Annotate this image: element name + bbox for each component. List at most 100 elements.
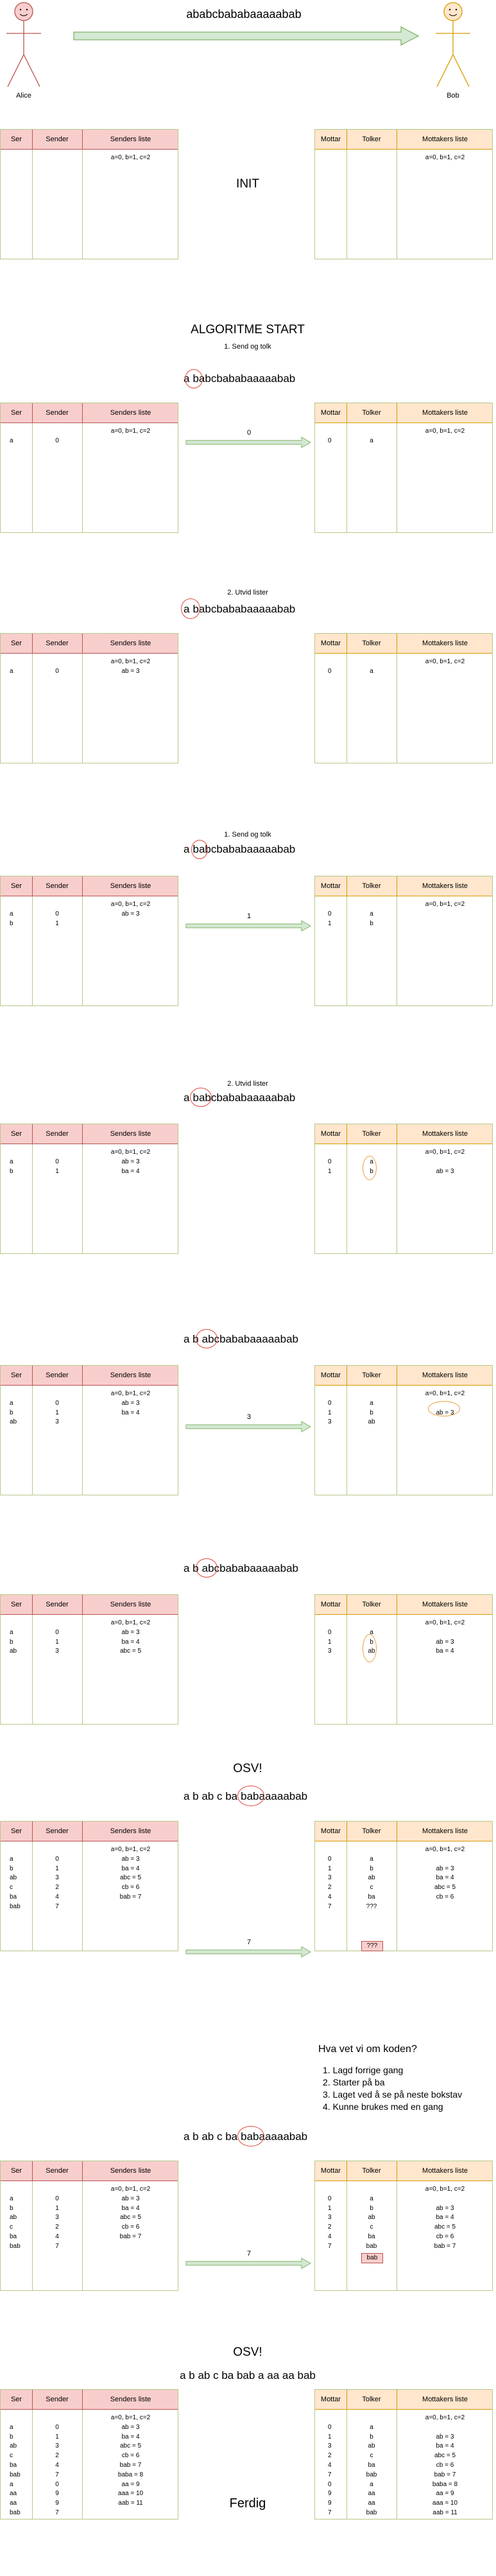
table-cell: 1: [328, 2433, 332, 2441]
table-cell: 7: [55, 1902, 59, 1910]
table-cell: aa = 9: [436, 2490, 454, 2498]
column-header: Mottar: [320, 409, 341, 417]
table-cell: a=0, b=1, c=2: [425, 1149, 465, 1156]
send-arrow: [185, 437, 312, 448]
arrow-label: 7: [246, 1938, 252, 1946]
table-cell: abc = 5: [119, 1874, 142, 1882]
table-cell: ba: [368, 2233, 375, 2240]
table-cell: c: [370, 2452, 373, 2460]
table-cell: a: [370, 437, 373, 444]
column-divider: [346, 2181, 347, 2290]
table-cell: 2: [328, 2224, 332, 2231]
table-cell: abc = 5: [119, 1648, 142, 1655]
table-cell: 3: [55, 2214, 59, 2222]
table-cell: b: [370, 919, 373, 927]
column-divider: [82, 1822, 83, 1841]
column-divider: [346, 1595, 347, 1615]
column-divider: [346, 150, 347, 259]
table-cell: b: [370, 2204, 373, 2212]
column-divider: [82, 1615, 83, 1724]
table-cell: a: [10, 2480, 13, 2488]
table-cell: 2: [328, 1884, 332, 1892]
table-cell: 1: [55, 1865, 59, 1872]
column-header: Tolker: [362, 882, 381, 890]
table-cell: 0: [328, 2480, 332, 2488]
table-cell: 0: [328, 437, 332, 444]
column-divider: [82, 150, 83, 259]
column-divider: [82, 1124, 83, 1144]
table-cell: ab: [368, 1874, 375, 1882]
column-header: Senders liste: [110, 1130, 151, 1138]
table-cell: ab: [10, 1874, 17, 1882]
column-header: Senders liste: [110, 882, 151, 890]
table-cell: 4: [55, 1893, 59, 1901]
column-header: Ser: [10, 409, 22, 417]
column-divider: [82, 1366, 83, 1386]
table-cell: ba = 4: [121, 1865, 140, 1872]
column-divider: [346, 2161, 347, 2181]
table-cell: cb = 6: [436, 2233, 454, 2240]
column-divider: [346, 1822, 347, 1841]
table-cell: a: [370, 2195, 373, 2202]
column-header: Sender: [46, 640, 69, 647]
table-cell: aa = 9: [121, 2480, 140, 2488]
resolved-code-box: bab: [361, 2253, 383, 2263]
table-cell: b: [10, 919, 13, 927]
highlight-ring: [428, 1401, 460, 1416]
table-cell: baba = 8: [117, 2471, 144, 2478]
column-header: Mottakers liste: [422, 2167, 468, 2175]
table-cell: 2: [328, 2452, 332, 2460]
question-item: 3. Laget ved å se på neste bokstav: [323, 2089, 463, 2100]
table-cell: a=0, b=1, c=2: [425, 1390, 465, 1397]
column-header: Tolker: [362, 1601, 381, 1608]
column-header: Mottakers liste: [422, 882, 468, 890]
column-divider: [346, 1124, 347, 1144]
table-cell: 0: [328, 910, 332, 918]
table-cell: bab: [10, 2471, 21, 2478]
table-cell: a=0, b=1, c=2: [110, 428, 151, 435]
table-cell: 0: [328, 1628, 332, 1636]
table-cell: 2: [55, 2224, 59, 2231]
table-cell: 3: [328, 1874, 332, 1882]
table-cell: 0: [55, 910, 59, 918]
table-cell: ???: [366, 1902, 377, 1910]
alice-label: Alice: [16, 92, 31, 100]
table-cell: a=0, b=1, c=2: [110, 1390, 151, 1397]
column-header: Ser: [10, 2167, 22, 2175]
table-cell: a: [10, 667, 13, 675]
arrow-shape: [185, 1946, 312, 1958]
column-divider: [32, 2161, 33, 2181]
column-header: Tolker: [362, 640, 381, 647]
column-header: Mottar: [320, 640, 341, 647]
send-arrow: [185, 2258, 312, 2269]
table-cell: 9: [55, 2490, 59, 2498]
table-cell: a: [370, 2423, 373, 2431]
table-cell: 1: [55, 1409, 59, 1416]
column-divider: [32, 2390, 33, 2410]
column-header: Mottar: [320, 2396, 341, 2403]
table-cell: ba = 4: [121, 2433, 140, 2441]
table-cell: abc = 5: [434, 1884, 456, 1892]
column-header: Ser: [10, 2396, 22, 2403]
column-header: Ser: [10, 1371, 22, 1379]
column-divider: [32, 403, 33, 423]
column-divider: [32, 1841, 33, 1951]
column-divider: [82, 634, 83, 654]
column-divider: [82, 876, 83, 896]
table-cell: 1: [55, 2433, 59, 2441]
table-cell: ab = 3: [436, 1638, 454, 1646]
step-label: 1. Send og tolk: [224, 343, 271, 351]
column-header: Tolker: [362, 409, 381, 417]
column-divider: [82, 1144, 83, 1253]
